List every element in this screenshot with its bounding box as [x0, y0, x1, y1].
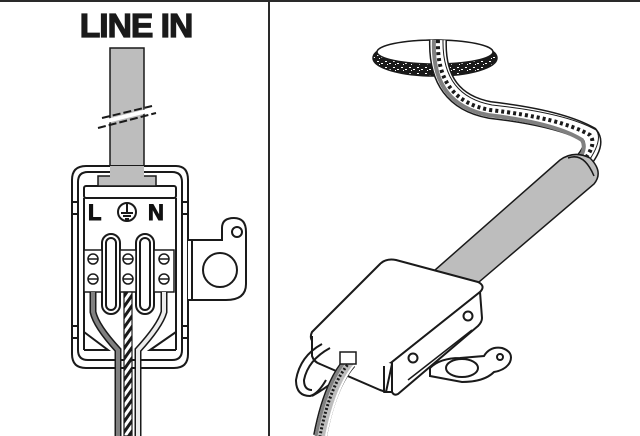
screw-terminals: [83, 249, 175, 293]
output-wires: [89, 291, 168, 436]
panel-divider: [268, 0, 270, 436]
output-wires-right: [313, 351, 357, 436]
mounting-tab-right: [429, 346, 512, 384]
cable-break-marks: [97, 105, 157, 129]
line-in-title: LINE IN: [79, 6, 194, 44]
cable-sheath: [416, 153, 599, 306]
top-border: [0, 0, 640, 2]
earth-symbol-icon: [117, 202, 137, 222]
terminal-loops: [101, 233, 155, 315]
neutral-terminal-label: N: [148, 200, 165, 225]
mounting-tab: [188, 216, 247, 301]
live-terminal-label: L: [87, 200, 102, 225]
recessed-cable: [428, 39, 602, 172]
